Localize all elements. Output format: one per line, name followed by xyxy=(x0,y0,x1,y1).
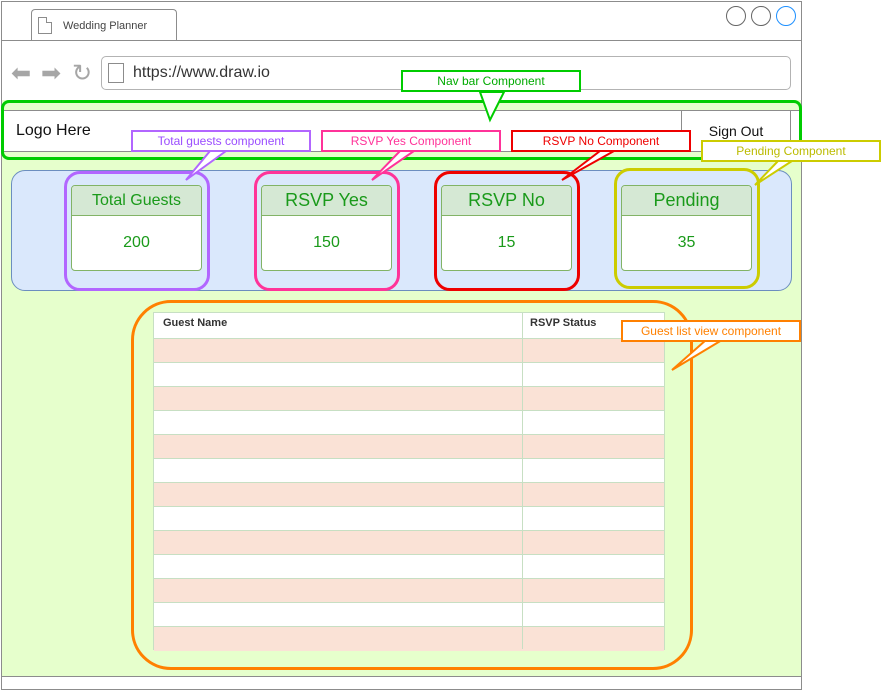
table-row[interactable] xyxy=(154,626,664,651)
card-title: Pending xyxy=(622,186,751,216)
pending-outline xyxy=(614,168,760,289)
table-row[interactable] xyxy=(154,338,664,363)
browser-tab[interactable] xyxy=(31,9,177,41)
total-annotation: Total guests component xyxy=(131,130,311,152)
guest-list-table: Guest Name RSVP Status xyxy=(153,312,665,651)
table-row[interactable] xyxy=(154,530,664,555)
table-row[interactable] xyxy=(154,482,664,507)
page-icon xyxy=(108,63,124,83)
tab-title: Wedding Planner xyxy=(63,20,148,32)
forward-arrow-icon[interactable]: ➡ xyxy=(41,60,62,87)
card-title: RSVP No xyxy=(442,186,571,216)
total-guests-card[interactable]: Total Guests 200 xyxy=(71,185,202,271)
minimize-button[interactable] xyxy=(726,6,746,26)
logo[interactable]: Logo Here xyxy=(16,122,91,139)
table-row[interactable] xyxy=(154,386,664,411)
table-header: Guest Name RSVP Status xyxy=(154,313,664,338)
page-icon xyxy=(38,17,52,34)
rsvp-no-card[interactable]: RSVP No 15 xyxy=(441,185,572,271)
table-row[interactable] xyxy=(154,410,664,435)
url-text[interactable]: https://www.draw.io xyxy=(133,64,270,81)
table-row[interactable] xyxy=(154,602,664,627)
column-header-rsvp-status[interactable]: RSVP Status xyxy=(530,317,597,329)
guest-list-outline xyxy=(131,300,693,670)
rsvp-yes-outline xyxy=(254,171,400,291)
table-row[interactable] xyxy=(154,554,664,579)
list-annotation: Guest list view component xyxy=(621,320,801,342)
table-row[interactable] xyxy=(154,458,664,483)
table-row[interactable] xyxy=(154,362,664,387)
card-title: Total Guests xyxy=(72,186,201,216)
card-value: 15 xyxy=(497,234,516,251)
pending-annotation: Pending Component xyxy=(701,140,881,162)
table-row[interactable] xyxy=(154,434,664,459)
rsvp-yes-card[interactable]: RSVP Yes 150 xyxy=(261,185,392,271)
no-annotation: RSVP No Component xyxy=(511,130,691,152)
back-arrow-icon[interactable]: ⬅ xyxy=(11,60,32,87)
maximize-button[interactable] xyxy=(751,6,771,26)
total-guests-outline xyxy=(64,171,210,291)
column-header-guest-name[interactable]: Guest Name xyxy=(163,317,228,329)
tab-divider xyxy=(2,40,801,41)
close-button[interactable] xyxy=(776,6,796,26)
card-value: 35 xyxy=(677,234,696,251)
table-row[interactable] xyxy=(154,506,664,531)
footer-divider xyxy=(2,676,801,677)
reload-icon[interactable]: ↻ xyxy=(72,60,93,87)
card-title: RSVP Yes xyxy=(262,186,391,216)
card-value: 200 xyxy=(123,234,150,251)
table-row[interactable] xyxy=(154,578,664,603)
navbar-annotation: Nav bar Component xyxy=(401,70,581,92)
rsvp-no-outline xyxy=(434,171,580,291)
yes-annotation: RSVP Yes Component xyxy=(321,130,501,152)
pending-card[interactable]: Pending 35 xyxy=(621,185,752,271)
column-divider xyxy=(522,313,523,649)
card-value: 150 xyxy=(313,234,340,251)
